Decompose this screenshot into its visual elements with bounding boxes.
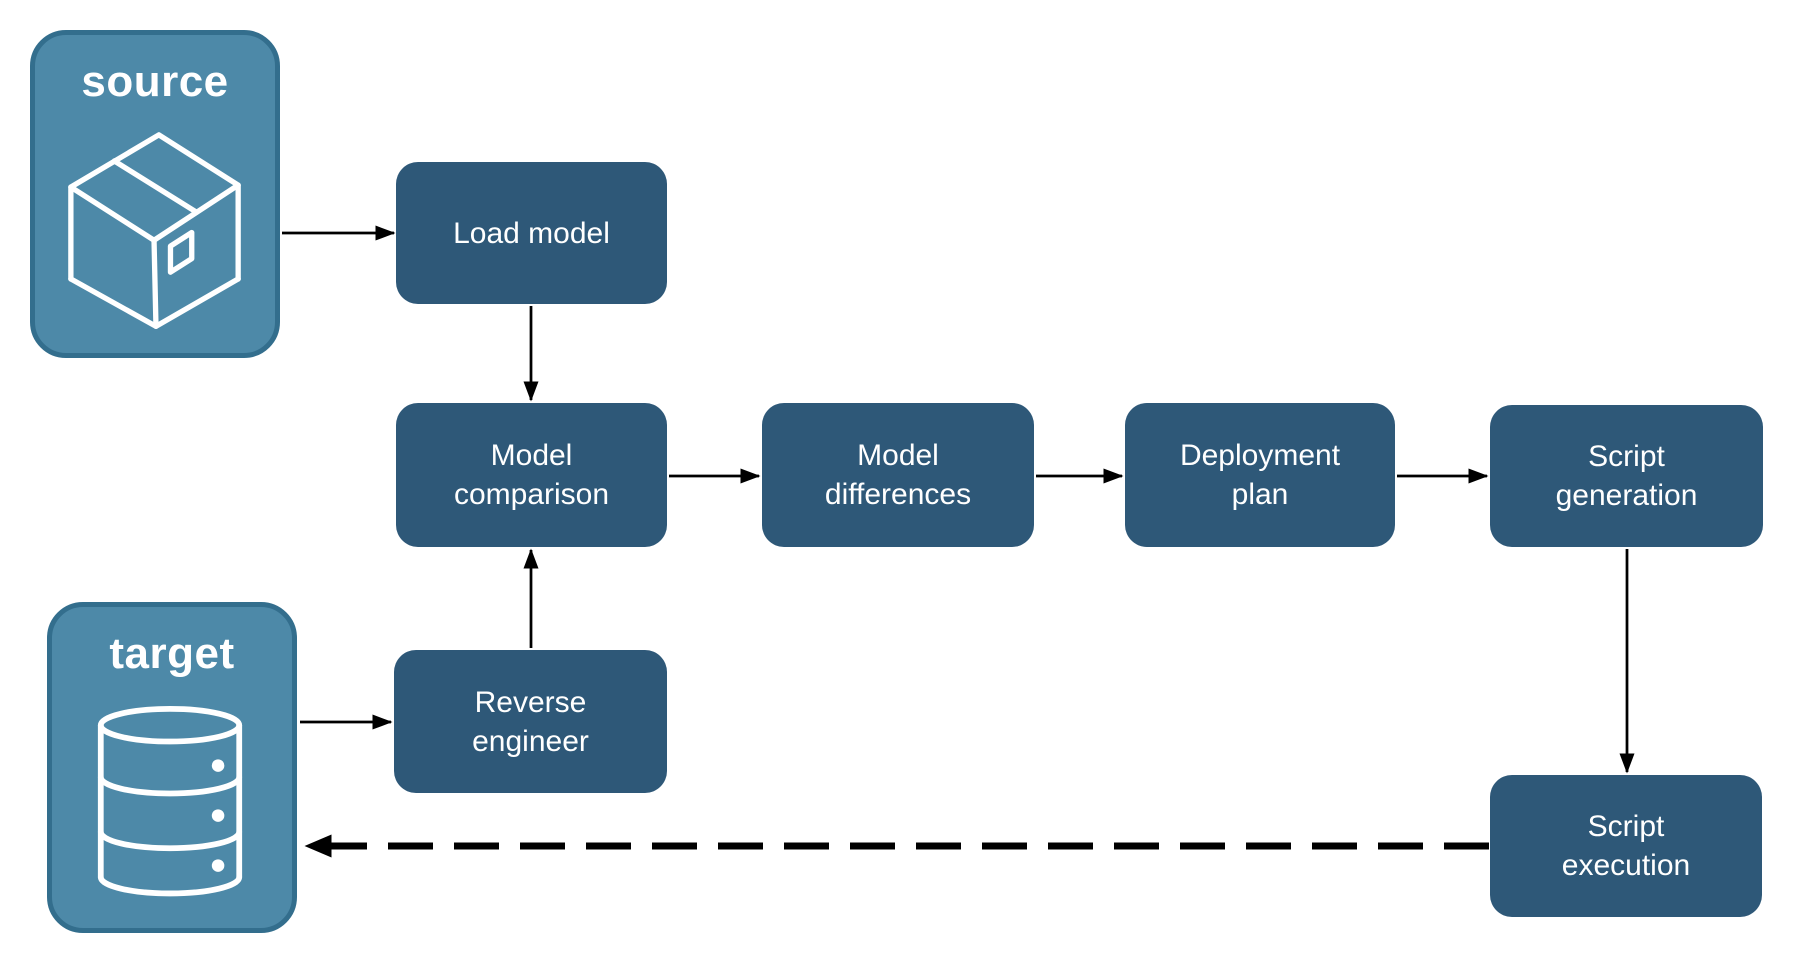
source-label: source <box>81 57 229 106</box>
node-deployment-plan: Deployment plan <box>1125 403 1395 547</box>
node-model-comparison: Model comparison <box>396 403 667 547</box>
container-target: target <box>47 602 297 933</box>
node-label: Load model <box>453 216 610 250</box>
node-label: Model comparison <box>453 439 610 511</box>
node-script-execution: Script execution <box>1490 775 1762 917</box>
package-icon <box>67 131 243 330</box>
database-icon <box>95 705 245 897</box>
node-label: Script generation <box>1555 440 1698 512</box>
node-label: Reverse engineer <box>472 685 589 758</box>
node-label: Script execution <box>1561 810 1691 882</box>
node-label: Model differences <box>824 439 972 511</box>
node-model-differences: Model differences <box>762 403 1034 547</box>
node-label: Deployment plan <box>1179 439 1341 511</box>
node-load-model: Load model <box>396 162 667 304</box>
node-script-generation: Script generation <box>1490 405 1763 547</box>
container-source: source <box>30 30 280 358</box>
node-reverse-engineer: Reverse engineer <box>394 650 667 793</box>
target-label: target <box>109 629 235 678</box>
